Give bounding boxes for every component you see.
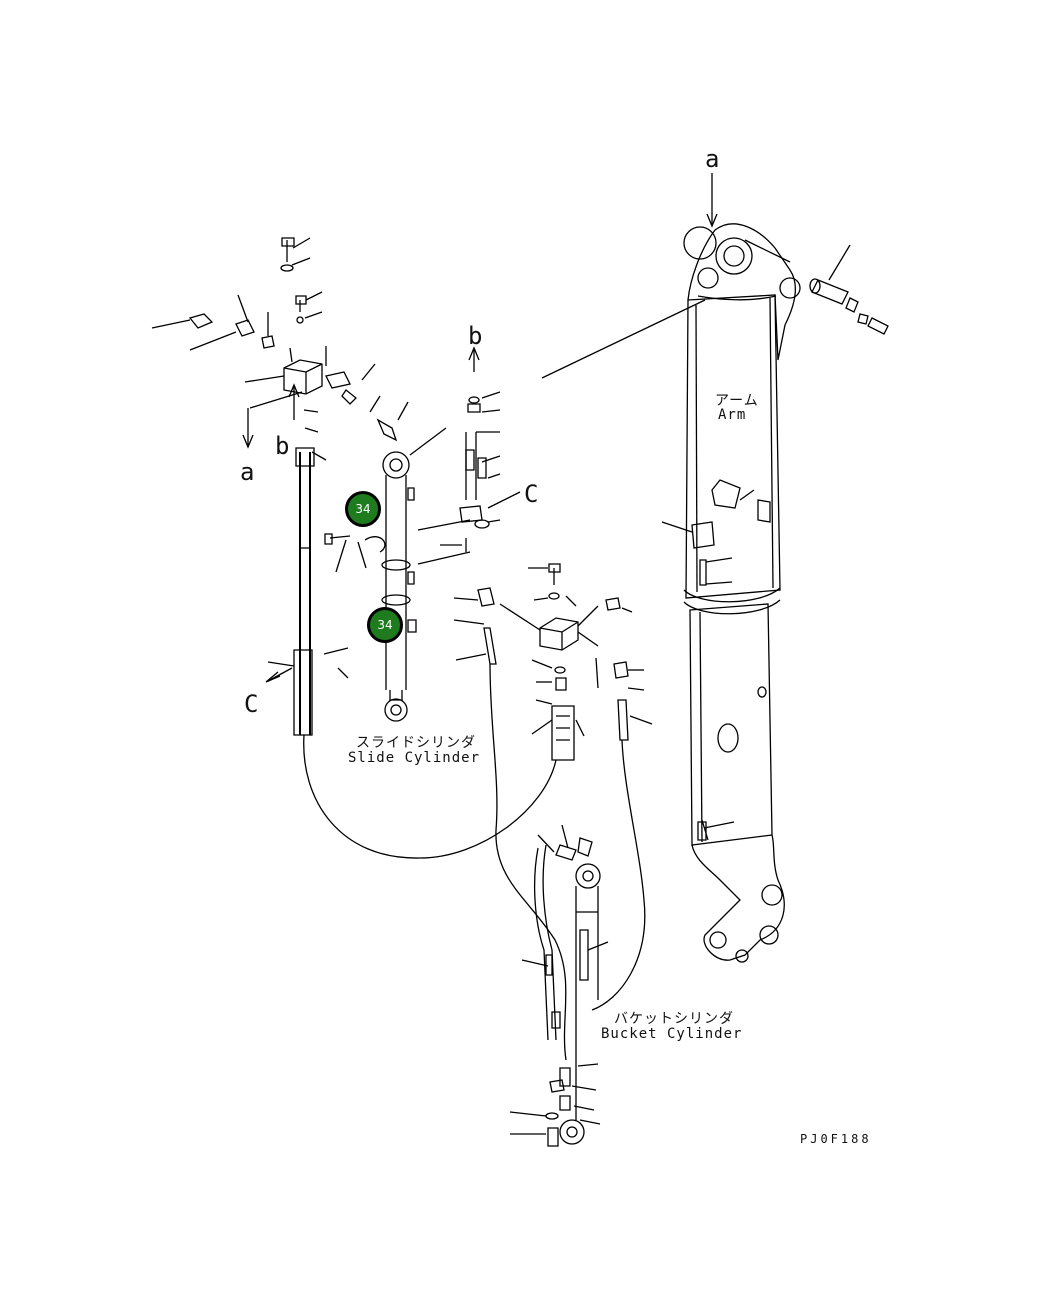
bucket-cylinder-caption-jp: バケットシリンダ xyxy=(614,1011,734,1027)
arm-caption-jp: アーム xyxy=(715,393,759,409)
arm-body xyxy=(541,173,889,963)
arm-caption-en: Arm xyxy=(718,407,747,423)
slide-cylinder xyxy=(324,346,521,722)
part-marker-34-upper[interactable]: 34 xyxy=(345,491,381,527)
bucket-cylinder-caption-en: Bucket Cylinder xyxy=(601,1026,743,1042)
slide-cylinder-caption-en: Slide Cylinder xyxy=(348,750,481,766)
part-marker-34-lower[interactable]: 34 xyxy=(367,607,403,643)
left-manifold xyxy=(151,237,409,736)
ref-c-mid: C xyxy=(524,480,539,508)
ref-c-left: C xyxy=(244,690,259,718)
ref-b-mid: b xyxy=(468,322,483,350)
ref-a-top: a xyxy=(705,145,720,173)
ref-b-left: b xyxy=(275,432,290,460)
drawing-code: PJ0F188 xyxy=(800,1132,872,1146)
ref-a-left: a xyxy=(240,458,255,486)
bucket-cylinder xyxy=(303,489,755,1147)
slide-cylinder-caption-jp: スライドシリンダ xyxy=(356,735,476,751)
